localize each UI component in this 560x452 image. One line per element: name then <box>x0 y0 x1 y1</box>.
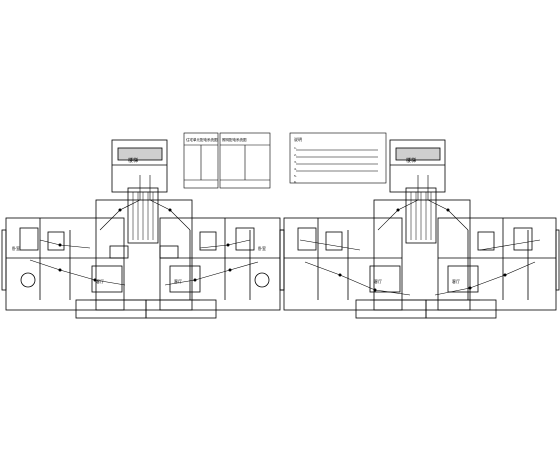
note-line-6: 6. <box>294 180 297 184</box>
note-line-2: 2. <box>294 153 297 157</box>
left-area-label-1: 客厅 <box>96 278 104 284</box>
left-stair-label: 楼梯 <box>128 157 138 164</box>
left-area-label-4: 卧室 <box>258 245 266 251</box>
left-fixtures <box>58 208 232 282</box>
left-legend-title-2: 照明配电系统图 <box>222 137 247 142</box>
notes-box <box>289 132 387 184</box>
left-area-label-3: 卧室 <box>12 245 20 251</box>
left-legend-table <box>183 132 271 189</box>
right-area-label-1: 客厅 <box>374 278 382 284</box>
right-area-label-2: 客厅 <box>452 278 460 284</box>
note-line-1: 1. <box>294 146 297 150</box>
right-stair-label: 楼梯 <box>406 157 416 164</box>
note-line-5: 5. <box>294 174 297 178</box>
note-line-4: 4. <box>294 167 297 171</box>
note-line-3: 3. <box>294 160 297 164</box>
notes-heading: 说明 <box>294 136 302 142</box>
left-area-label-2: 客厅 <box>174 278 182 284</box>
left-legend-title-1: 住宅单元配电系统图 <box>186 137 218 142</box>
right-wiring <box>299 175 541 301</box>
right-fixtures <box>338 208 507 292</box>
